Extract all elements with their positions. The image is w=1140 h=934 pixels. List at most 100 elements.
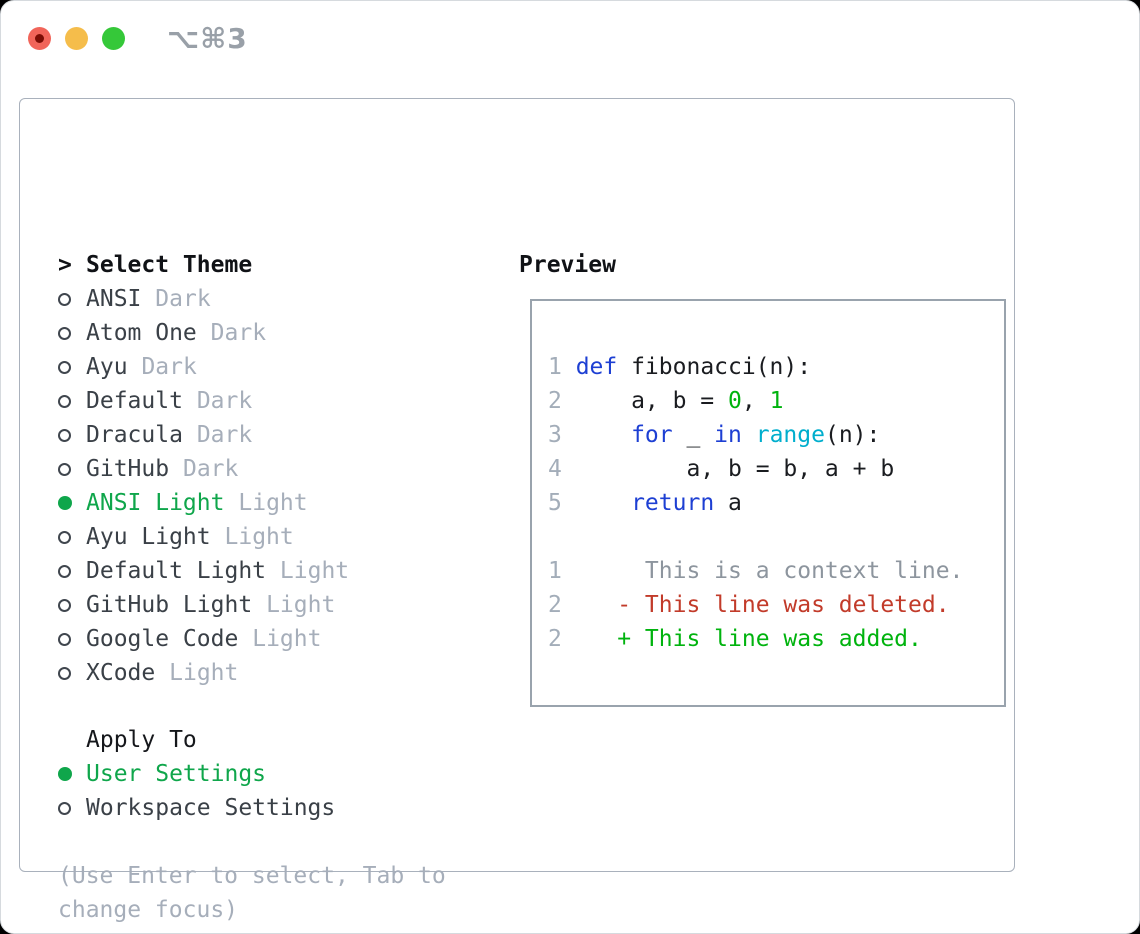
theme-option-label: XCode [86,660,156,686]
radio-unselected-icon [58,666,86,680]
focus-cursor-icon: > [58,252,72,278]
token-num: 1 [769,388,784,414]
line-number: 3 [548,422,562,448]
apply-to-header: Apply To [58,723,335,757]
radio-unselected-icon [58,292,86,306]
token-txt: a, b = b, a + b [575,456,895,482]
theme-option-google-code[interactable]: Google Code Light [58,622,349,656]
code-line: 2 a, b = 0, 1 [548,384,1004,418]
theme-option-label: Default Light [86,558,267,584]
theme-option-xcode[interactable]: XCode Light [58,656,349,690]
diff-preview: 1 This is a context line.2 - This line w… [548,554,1004,656]
zoom-button[interactable] [102,27,125,50]
close-button[interactable] [28,27,51,50]
theme-option-label: Atom One [86,320,197,346]
token-kw: return [631,490,715,516]
theme-option-atom-one[interactable]: Atom One Dark [58,316,349,350]
radio-unselected-icon [58,801,86,815]
theme-list-title: Select Theme [86,252,253,278]
line-number: 2 [548,626,562,652]
apply-option-user-settings[interactable]: User Settings [58,757,335,791]
theme-option-label: Dracula [86,422,183,448]
radio-unselected-icon [58,462,86,476]
close-button-dot-icon [35,34,44,43]
token-txt: fibonacci(n): [617,354,812,380]
diff-line: 2 + This line was added. [548,622,1004,656]
preview-pane: 1 def fibonacci(n): 2 a, b = 0, 1 3 for _ i… [530,299,1006,707]
theme-variant-badge: Light [238,490,308,516]
token-txt: , [741,388,770,414]
theme-option-ayu[interactable]: Ayu Dark [58,350,349,384]
line-number: 4 [548,456,562,482]
theme-option-label: Ayu Light [86,524,211,550]
window-shortcut-label: ⌥⌘3 [167,22,248,55]
token-fn: range [755,422,825,448]
theme-variant-badge: Dark [141,354,197,380]
theme-variant-badge: Light [279,558,350,584]
theme-option-default-light[interactable]: Default Light Light [58,554,349,588]
diff-line: 2 - This line was deleted. [548,588,1004,622]
keyboard-hint: (Use Enter to select, Tab to change focu… [58,863,446,923]
minimize-button[interactable] [65,27,88,50]
radio-unselected-icon [58,394,86,408]
token-txt: a, b = [575,388,729,414]
theme-option-dracula[interactable]: Dracula Dark [58,418,349,452]
token-txt [576,422,631,448]
line-number: 2 [548,592,562,618]
apply-option-label: Workspace Settings [86,795,336,821]
token-kw: def [575,354,618,380]
token-txt: a [714,490,742,516]
theme-variant-badge: Dark [182,456,239,482]
token-ctx: This is a context line. [575,558,964,584]
line-number: 1 [548,558,562,584]
line-number: 1 [548,354,562,380]
line-number: 5 [548,490,562,516]
apply-option-label: User Settings [86,761,267,787]
theme-variant-badge: Dark [155,286,211,312]
theme-variant-badge: Dark [210,320,267,346]
radio-unselected-icon [58,530,86,544]
radio-unselected-icon [58,564,86,578]
code-line: 1 def fibonacci(n): [548,350,1004,384]
theme-option-label: GitHub [86,456,170,482]
theme-variant-badge: Light [252,626,322,652]
theme-variant-badge: Light [169,660,239,686]
window-titlebar: ⌥⌘3 [1,1,1139,77]
radio-unselected-icon [58,360,86,374]
token-txt: _ [672,422,715,448]
token-kw: in [714,422,742,448]
radio-unselected-icon [58,428,86,442]
code-line: 5 return a [548,486,1004,520]
diff-line: 1 This is a context line. [548,554,1004,588]
theme-variant-badge: Dark [196,422,253,448]
theme-option-github[interactable]: GitHub Dark [58,452,349,486]
radio-unselected-icon [58,598,86,612]
line-number: 2 [548,388,562,414]
radio-selected-icon [58,767,86,781]
token-kw: for [631,422,673,448]
theme-option-ayu-light[interactable]: Ayu Light Light [58,520,349,554]
theme-variant-badge: Light [224,524,294,550]
radio-unselected-icon [58,632,86,646]
token-add: + This line was added. [575,626,922,652]
theme-variant-badge: Dark [196,388,253,414]
theme-option-label: Ayu [86,354,128,380]
theme-option-label: Default [86,388,183,414]
theme-option-label: Google Code [86,626,239,652]
token-del: - This line was deleted. [575,592,950,618]
token-txt [576,490,631,516]
token-txt: (n): [824,422,881,448]
theme-option-default[interactable]: Default Dark [58,384,349,418]
apply-to-title: Apply To [86,727,197,753]
apply-option-workspace-settings[interactable]: Workspace Settings [58,791,335,825]
theme-list-header: > Select Theme [58,248,349,282]
code-line: 4 a, b = b, a + b [548,452,1004,486]
theme-variant-badge: Light [266,592,336,618]
